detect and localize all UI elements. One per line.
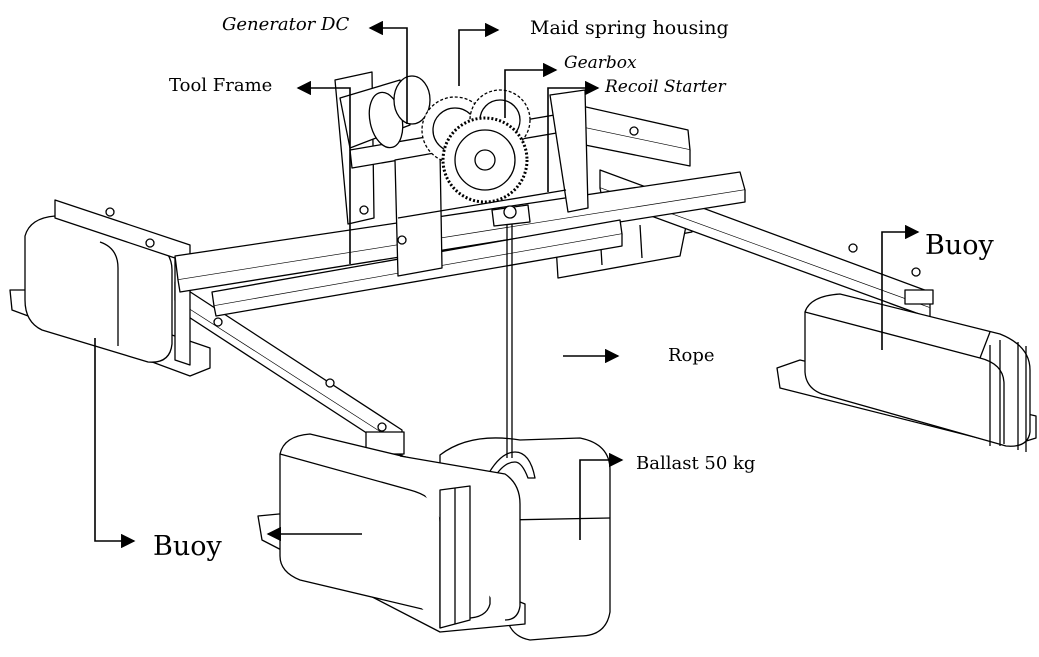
generator-dc bbox=[339, 75, 431, 149]
label-recoil-starter: Recoil Starter bbox=[605, 77, 726, 97]
label-rope: Rope bbox=[668, 345, 715, 366]
buoy-front bbox=[257, 433, 526, 633]
label-gearbox: Gearbox bbox=[564, 53, 637, 73]
frame-arm-front-left bbox=[174, 281, 405, 457]
label-spring-housing: Maid spring housing bbox=[530, 17, 729, 39]
rope bbox=[506, 224, 513, 458]
label-tool-frame: Tool Frame bbox=[169, 75, 273, 96]
label-buoy-left: Buoy bbox=[153, 531, 222, 562]
label-generator-dc: Generator DC bbox=[222, 14, 350, 35]
leader-gearbox bbox=[504, 62, 558, 118]
leader-tool-frame bbox=[296, 80, 351, 264]
spring-housing bbox=[491, 204, 531, 227]
buoy-left bbox=[9, 199, 211, 377]
leader-ballast bbox=[579, 452, 624, 540]
label-buoy-right: Buoy bbox=[925, 230, 994, 261]
buoy-right bbox=[776, 293, 1037, 452]
leader-buoy-right bbox=[881, 224, 920, 350]
label-ballast: Ballast 50 kg bbox=[636, 453, 756, 474]
leader-generator bbox=[368, 20, 408, 124]
recoil-starter bbox=[441, 116, 529, 204]
leader-recoil-starter bbox=[547, 80, 600, 192]
leader-spring-housing bbox=[458, 22, 500, 86]
leader-buoy-left bbox=[94, 338, 136, 549]
